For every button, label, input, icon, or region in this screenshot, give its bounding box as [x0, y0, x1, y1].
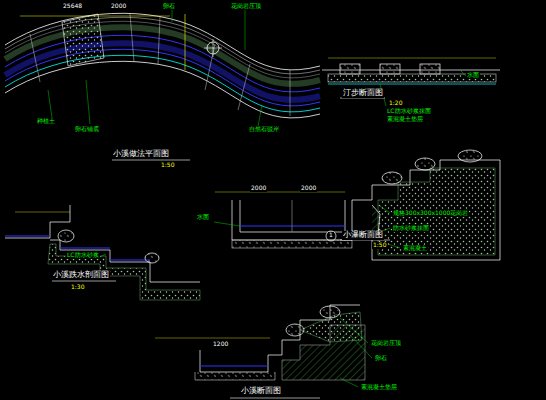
scale-note: 1:50 [372, 242, 387, 249]
material-note: 水面 [466, 72, 480, 79]
material-note: 素混凝土垫层 [360, 384, 398, 391]
drawing-title: 汀步断面图 [342, 89, 384, 98]
material-note: 种植土 [36, 118, 56, 125]
dimension: 2000 [300, 185, 317, 192]
drawing-title: 小瀑断面图 [342, 231, 384, 240]
scale-note: 1:50 [160, 162, 175, 169]
stream-section [155, 305, 372, 398]
stream-plan [5, 10, 320, 160]
material-note: 素混凝土 [402, 245, 428, 252]
material-note: 防水砂浆抹面 [392, 225, 430, 232]
material-note: 素混凝土垫层 [386, 116, 424, 123]
drawing-title: 小溪断面图 [240, 387, 282, 396]
material-note: 卵石 [162, 3, 176, 10]
material-note: 自然石驳岸 [248, 126, 280, 133]
material-note: 规格300x300x1000花岗岩 [392, 210, 469, 217]
material-note: 水面 [196, 214, 210, 221]
dimension: 25648 [62, 3, 83, 10]
material-note: LC防水砂浆抹面 [386, 108, 432, 115]
dimension: 1200 [212, 341, 229, 348]
stepping-stone-section [322, 58, 500, 106]
drawing-title: 小溪跌水剖面图 [52, 271, 110, 280]
drawing-title: 小溪做法平面图 [112, 150, 170, 159]
dimension: 2000 [110, 3, 127, 10]
callout-number: 1 [328, 232, 334, 239]
material-note: 卵石铺底 [74, 126, 100, 133]
material-note: 花岗岩压顶 [370, 340, 402, 347]
scale-note: 1:20 [388, 100, 403, 107]
scale-note: 1:30 [70, 284, 85, 291]
material-note: 花岗岩压顶 [230, 3, 262, 10]
drop-section [5, 205, 200, 300]
dimension: 2000 [250, 185, 267, 192]
waterfall-section [214, 150, 500, 260]
material-note: 卵石 [374, 355, 388, 362]
material-note: LC防水砂浆 [66, 252, 100, 259]
